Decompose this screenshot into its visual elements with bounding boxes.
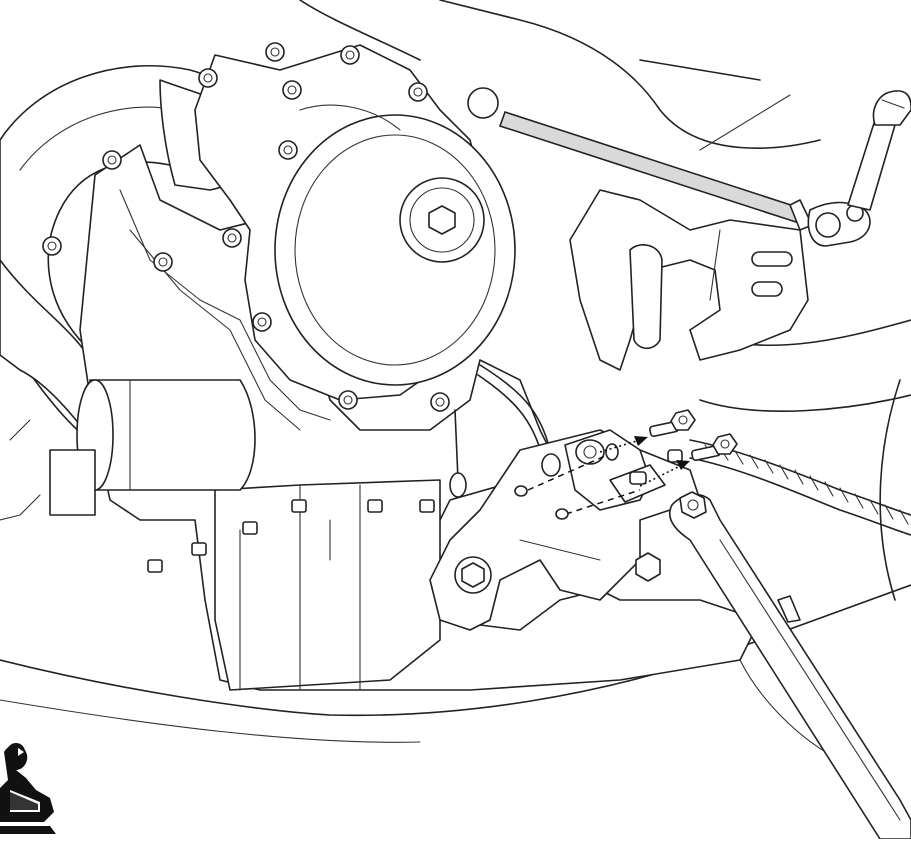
sprocket-cover xyxy=(569,189,901,601)
bolt xyxy=(252,312,272,332)
bolt xyxy=(430,392,450,412)
bolt xyxy=(278,140,298,160)
bolt xyxy=(102,150,122,170)
sidestand-switch xyxy=(541,409,738,511)
bolt xyxy=(282,80,302,100)
shift-linkage xyxy=(467,87,911,247)
switch-bolt xyxy=(649,409,696,438)
switch-bolt xyxy=(691,433,738,462)
assembly-guides xyxy=(514,436,690,520)
bolt xyxy=(340,45,360,65)
bolt xyxy=(338,390,358,410)
bolt xyxy=(42,236,62,256)
generator-cover xyxy=(194,44,516,401)
frame-lines xyxy=(0,0,911,761)
bolt xyxy=(198,68,218,88)
bolt xyxy=(153,252,173,272)
bolt xyxy=(222,228,242,248)
cover-bolts xyxy=(42,42,450,573)
bolt xyxy=(265,42,285,62)
mechanic-working-icon xyxy=(0,743,56,834)
sidestand xyxy=(668,491,911,840)
bolt xyxy=(408,82,428,102)
